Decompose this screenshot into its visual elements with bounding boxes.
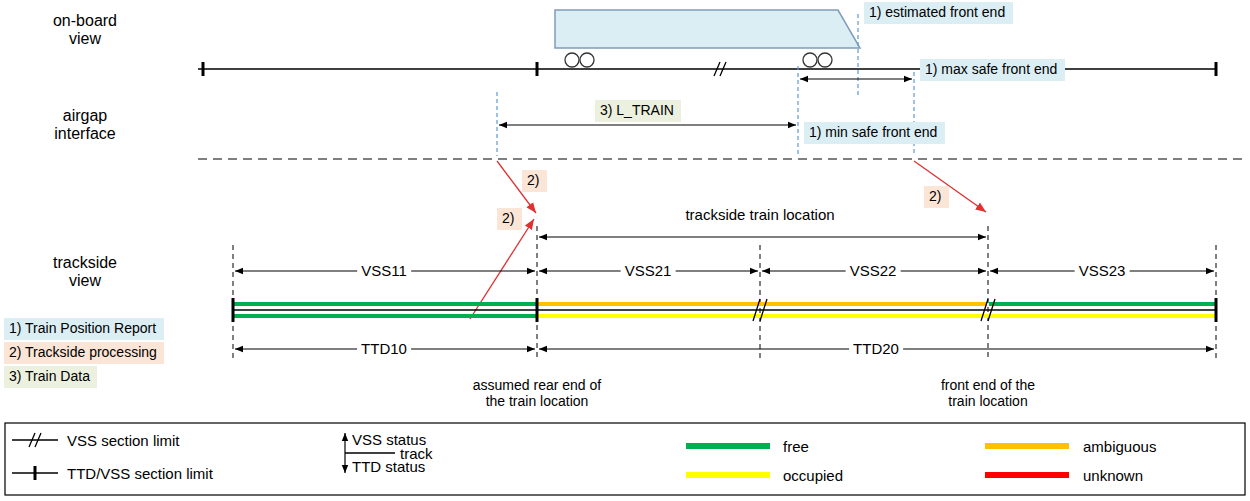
section-limit-tick	[1215, 298, 1218, 322]
callout-box: 1) max safe front end	[920, 59, 1065, 81]
vss-status-bar	[233, 302, 536, 306]
vss-status-bar	[538, 302, 987, 306]
position-marker-line	[496, 92, 497, 156]
section-limit-tick	[536, 62, 539, 76]
ttd-status-bar	[233, 314, 536, 318]
callout-box: 3) L_TRAIN	[595, 100, 681, 122]
legend-text: TTD/VSS section limit	[67, 465, 213, 482]
legend-swatch	[686, 472, 770, 478]
text-label: VSS22	[846, 262, 901, 279]
callout-box: 2)	[924, 186, 949, 208]
callout-text: 1) estimated front end	[869, 4, 1008, 21]
train-wheel	[580, 53, 594, 67]
callout-box: 2)	[497, 208, 522, 230]
callout-text: 2) Trackside processing	[9, 344, 159, 361]
text-label: on-board view	[45, 12, 125, 49]
section-boundary	[988, 226, 989, 358]
vss-limit-slash	[714, 62, 726, 76]
legend-frame	[5, 423, 1245, 495]
position-marker-line	[857, 14, 858, 95]
dimension-arrow	[800, 78, 912, 79]
callout-text: 3) L_TRAIN	[600, 102, 676, 119]
train-wheel	[803, 53, 817, 67]
dimension-arrow	[499, 124, 796, 125]
section-limit-tick	[202, 62, 205, 76]
trackside-track	[233, 309, 1216, 311]
airgap-line	[198, 158, 1245, 159]
text-label: assumed rear end of the train location	[467, 377, 607, 409]
section-limit-tick	[1215, 62, 1218, 76]
legend-swatch	[985, 472, 1069, 478]
text-label: VSS21	[621, 262, 676, 279]
train-wheel	[818, 53, 832, 67]
legend-swatch	[985, 443, 1069, 449]
legend-text: track	[400, 445, 433, 462]
position-marker-line	[797, 66, 798, 156]
callout-box: 1) min safe front end	[804, 122, 945, 144]
callout-box: 1) estimated front end	[864, 2, 1013, 24]
text-label: trackside view	[45, 254, 125, 291]
legend-text: free	[783, 438, 809, 455]
legend-text: VSS section limit	[67, 432, 180, 449]
text-label: VSS11	[357, 262, 411, 279]
callout-box: 2) Trackside processing	[4, 342, 164, 364]
text-label: TTD10	[357, 340, 411, 357]
callout-text: 2)	[929, 188, 944, 205]
ttd-status-bar	[538, 314, 1216, 318]
section-boundary	[1216, 245, 1217, 358]
text-label: airgap interface	[45, 107, 125, 144]
train-wheel	[565, 53, 579, 67]
section-boundary	[537, 226, 538, 358]
legend-text: occupied	[783, 467, 843, 484]
section-limit-tick	[232, 298, 235, 322]
text-label: TTD20	[849, 340, 903, 357]
legend-track-sample	[12, 439, 58, 441]
section-boundary	[233, 245, 234, 358]
legend-text: unknown	[1083, 467, 1143, 484]
processing-arrow	[914, 161, 986, 212]
dimension-arrow	[539, 236, 986, 237]
callout-text: 1) min safe front end	[809, 124, 940, 141]
legend-swatch	[686, 443, 770, 449]
text-label: trackside train location	[685, 206, 834, 223]
callout-text: 1) Train Position Report	[9, 320, 159, 337]
callout-text: 3) Train Data	[9, 368, 92, 385]
train-body	[555, 10, 860, 48]
legend-track-sample	[345, 452, 395, 454]
vss-limit-slash	[753, 299, 767, 321]
callout-box: 3) Train Data	[4, 366, 97, 388]
vss-limit-slash	[981, 299, 995, 321]
callout-box: 2)	[522, 170, 547, 192]
vss-limit-slash	[29, 433, 41, 447]
text-label: VSS23	[1075, 262, 1130, 279]
section-limit-tick	[34, 466, 37, 480]
callout-box: 1) Train Position Report	[4, 318, 164, 340]
section-limit-tick	[536, 298, 539, 322]
legend-text: ambiguous	[1083, 438, 1156, 455]
vss-status-bar	[989, 302, 1216, 306]
text-label: front end of the train location	[933, 377, 1043, 409]
callout-text: 2)	[527, 172, 542, 189]
callout-text: 1) max safe front end	[925, 61, 1060, 78]
callout-text: 2)	[502, 210, 517, 227]
